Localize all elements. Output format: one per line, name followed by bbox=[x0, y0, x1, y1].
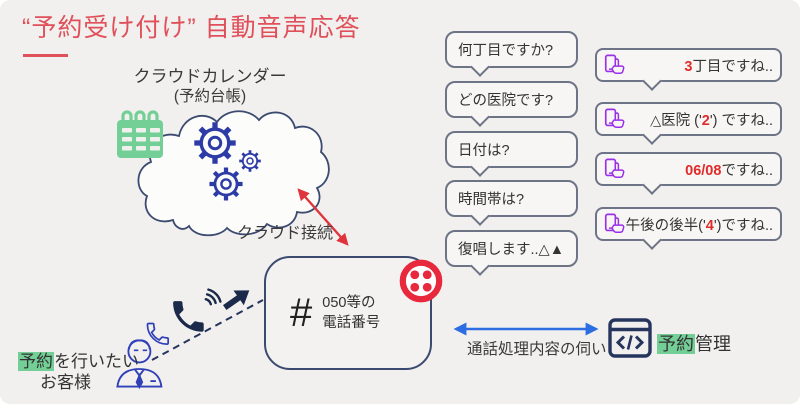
question-text: どの医院です? bbox=[458, 93, 554, 109]
call-processing-label: 通話処理内容の伺い bbox=[467, 341, 607, 358]
answer-value: 06/08 bbox=[685, 162, 722, 179]
question-bubble: 何丁目ですか? bbox=[445, 31, 578, 68]
question-text: 復唱します..△▲ bbox=[458, 242, 565, 258]
cloud-connection-arrow bbox=[297, 188, 349, 246]
answer-bubble: 06/08ですね.. bbox=[595, 152, 782, 186]
title-underline bbox=[23, 54, 68, 57]
call-direction-arrow-icon bbox=[222, 290, 250, 311]
answer-value: 4 bbox=[705, 217, 714, 234]
answer-value: 2 bbox=[701, 112, 710, 129]
calendar-icon bbox=[117, 110, 163, 158]
customer-highlight: 予約 bbox=[18, 352, 54, 371]
tap-phone-icon bbox=[604, 54, 625, 74]
answer-bubble: △医院 ('2') ですね.. bbox=[595, 102, 782, 136]
question-bubble: 日付は? bbox=[445, 131, 578, 168]
booking-management-label: 予約管理 bbox=[657, 334, 731, 354]
question-text: 時間帯は? bbox=[458, 192, 525, 208]
handset-icon bbox=[146, 322, 170, 346]
booking-highlight: 予約 bbox=[657, 334, 695, 354]
cloud-calendar-label: クラウドカレンダー (予約台帳) bbox=[125, 66, 295, 107]
tap-phone-icon bbox=[604, 213, 625, 233]
question-bubble: どの医院です? bbox=[445, 81, 578, 118]
dashed-call-line bbox=[151, 299, 264, 361]
question-bubble: 時間帯は? bbox=[445, 180, 578, 217]
answer-bubble: 3丁目ですね.. bbox=[595, 48, 782, 82]
answer-bubble: 午後の後半('4')ですね.. bbox=[595, 207, 782, 241]
question-bubble: 復唱します..△▲ bbox=[445, 230, 578, 267]
question-text: 日付は? bbox=[458, 143, 510, 159]
tap-phone-icon bbox=[604, 108, 625, 128]
customer-label: 予約を行いたい お客様 bbox=[18, 352, 139, 393]
twilio-logo-icon bbox=[399, 259, 443, 303]
tap-phone-icon bbox=[604, 158, 625, 178]
ringing-phone-icon bbox=[173, 288, 222, 332]
page-title: “予約受け付け” 自動音声応答 bbox=[22, 14, 361, 42]
answer-text: 06/08ですね.. bbox=[685, 162, 773, 179]
cloud-icon bbox=[137, 110, 330, 237]
cloud-calendar-label-line2: (予約台帳) bbox=[173, 88, 247, 106]
question-text: 何丁目ですか? bbox=[458, 43, 554, 59]
answer-text: 午後の後半('4')ですね.. bbox=[625, 217, 773, 234]
code-window-icon bbox=[608, 318, 652, 358]
hash-symbol: # bbox=[290, 291, 313, 335]
answer-value: 3 bbox=[684, 58, 693, 75]
cloud-calendar-label-line1: クラウドカレンダー bbox=[133, 67, 287, 86]
answer-text: △医院 ('2') ですね.. bbox=[649, 112, 773, 129]
phone-number-label: 050等の 電話番号 bbox=[322, 294, 381, 331]
cloud-connection-label: クラウド接続 bbox=[237, 225, 334, 242]
customer-icon bbox=[116, 339, 163, 390]
answer-text: 3丁目ですね.. bbox=[684, 58, 773, 75]
